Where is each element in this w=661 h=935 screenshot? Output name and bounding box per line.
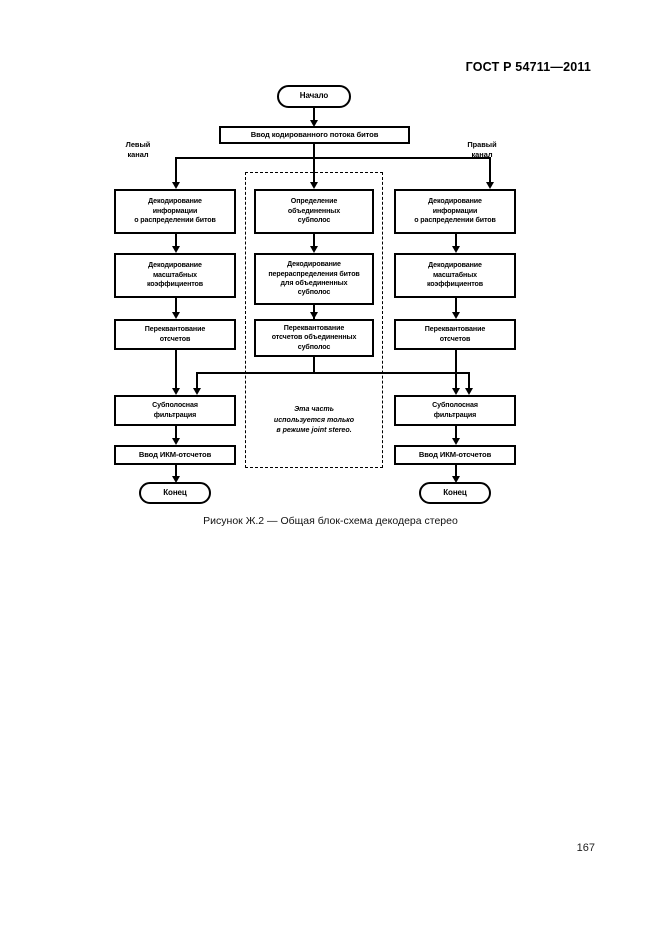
arrowhead-right-filter-pcm (451, 438, 460, 445)
arrowhead-bus-to-left (171, 182, 180, 189)
page-number: 167 (576, 842, 595, 854)
arrowhead-right-1-2 (451, 246, 460, 253)
connector-right-filter-pcm (455, 426, 457, 441)
connector-start-to-input (313, 108, 315, 123)
node-left-pcm-output: Ввод ИКМ-отсчетов (114, 445, 236, 465)
arrowhead-left-2-3 (171, 312, 180, 319)
node-center-requantize-joint: Переквантование отсчетов объединенных су… (254, 319, 374, 357)
node-center-determine-joint: Определение объединенных субполос (254, 189, 374, 234)
node-right-pcm-output: Ввод ИКМ-отсчетов (394, 445, 516, 465)
node-right-requantize: Переквантование отсчетов (394, 319, 516, 350)
connector-left-1-2 (175, 234, 177, 249)
arrowhead-bus-to-left-filter (192, 388, 201, 395)
arrowhead-left-3-filter (171, 388, 180, 395)
connector-left-pcm-end (175, 465, 177, 479)
arrowhead-center-2-3 (309, 312, 318, 319)
arrowhead-bus-to-center (309, 182, 318, 189)
connector-split-bus (175, 157, 491, 159)
connector-right-2-3 (455, 298, 457, 315)
connector-bus-to-right-filter (468, 372, 470, 392)
arrowhead-center-1-2 (309, 246, 318, 253)
connector-left-filter-pcm (175, 426, 177, 441)
note-joint-stereo-only: Эта часть используется только в режиме j… (273, 405, 355, 435)
arrowhead-left-1-2 (171, 246, 180, 253)
connector-bus-to-right (489, 157, 491, 185)
connector-joint-distribution-bus (196, 372, 470, 374)
connector-right-1-2 (455, 234, 457, 249)
connector-bus-to-left (175, 157, 177, 185)
connector-right-3-filter (455, 350, 457, 392)
connector-center-trunk (313, 357, 315, 373)
node-right-decode-scalefactors: Декодирование масштабных коэффициентов (394, 253, 516, 298)
label-left-channel: Левый канал (125, 140, 151, 159)
arrowhead-right-pcm-end (451, 476, 460, 483)
figure-caption: Рисунок Ж.2 — Общая блок-схема декодера … (203, 515, 458, 527)
node-left-end: Конец (139, 482, 211, 504)
document-header: ГОСТ Р 54711—2011 (465, 60, 591, 74)
connector-bus-to-center (313, 157, 315, 185)
node-left-decode-allocation: Декодирование информации о распределении… (114, 189, 236, 234)
arrowhead-left-filter-pcm (171, 438, 180, 445)
node-left-decode-scalefactors: Декодирование масштабных коэффициентов (114, 253, 236, 298)
figure-zh2-stereo-decoder-flowchart: Начало Ввод кодированного потока битов Л… (114, 85, 516, 527)
arrowhead-bus-to-right (485, 182, 494, 189)
connector-center-1-2 (313, 234, 315, 249)
arrowhead-start-to-input (309, 120, 318, 127)
connector-right-pcm-end (455, 465, 457, 479)
node-start: Начало (277, 85, 351, 108)
label-right-channel: Правый канал (467, 140, 497, 159)
connector-input-trunk (313, 144, 315, 158)
node-right-decode-allocation: Декодирование информации о распределении… (394, 189, 516, 234)
node-center-decode-realloc: Декодирование перераспределения битов дл… (254, 253, 374, 305)
node-left-subband-filter: Субполосная фильтрация (114, 395, 236, 426)
connector-bus-to-left-filter (196, 372, 198, 392)
arrowhead-right-3-filter (451, 388, 460, 395)
arrowhead-left-pcm-end (171, 476, 180, 483)
node-right-end: Конец (419, 482, 491, 504)
connector-left-3-filter (175, 350, 177, 392)
arrowhead-bus-to-right-filter (464, 388, 473, 395)
connector-left-2-3 (175, 298, 177, 315)
node-right-subband-filter: Субполосная фильтрация (394, 395, 516, 426)
arrowhead-right-2-3 (451, 312, 460, 319)
node-input-bitstream: Ввод кодированного потока битов (219, 126, 410, 144)
node-left-requantize: Переквантование отсчетов (114, 319, 236, 350)
